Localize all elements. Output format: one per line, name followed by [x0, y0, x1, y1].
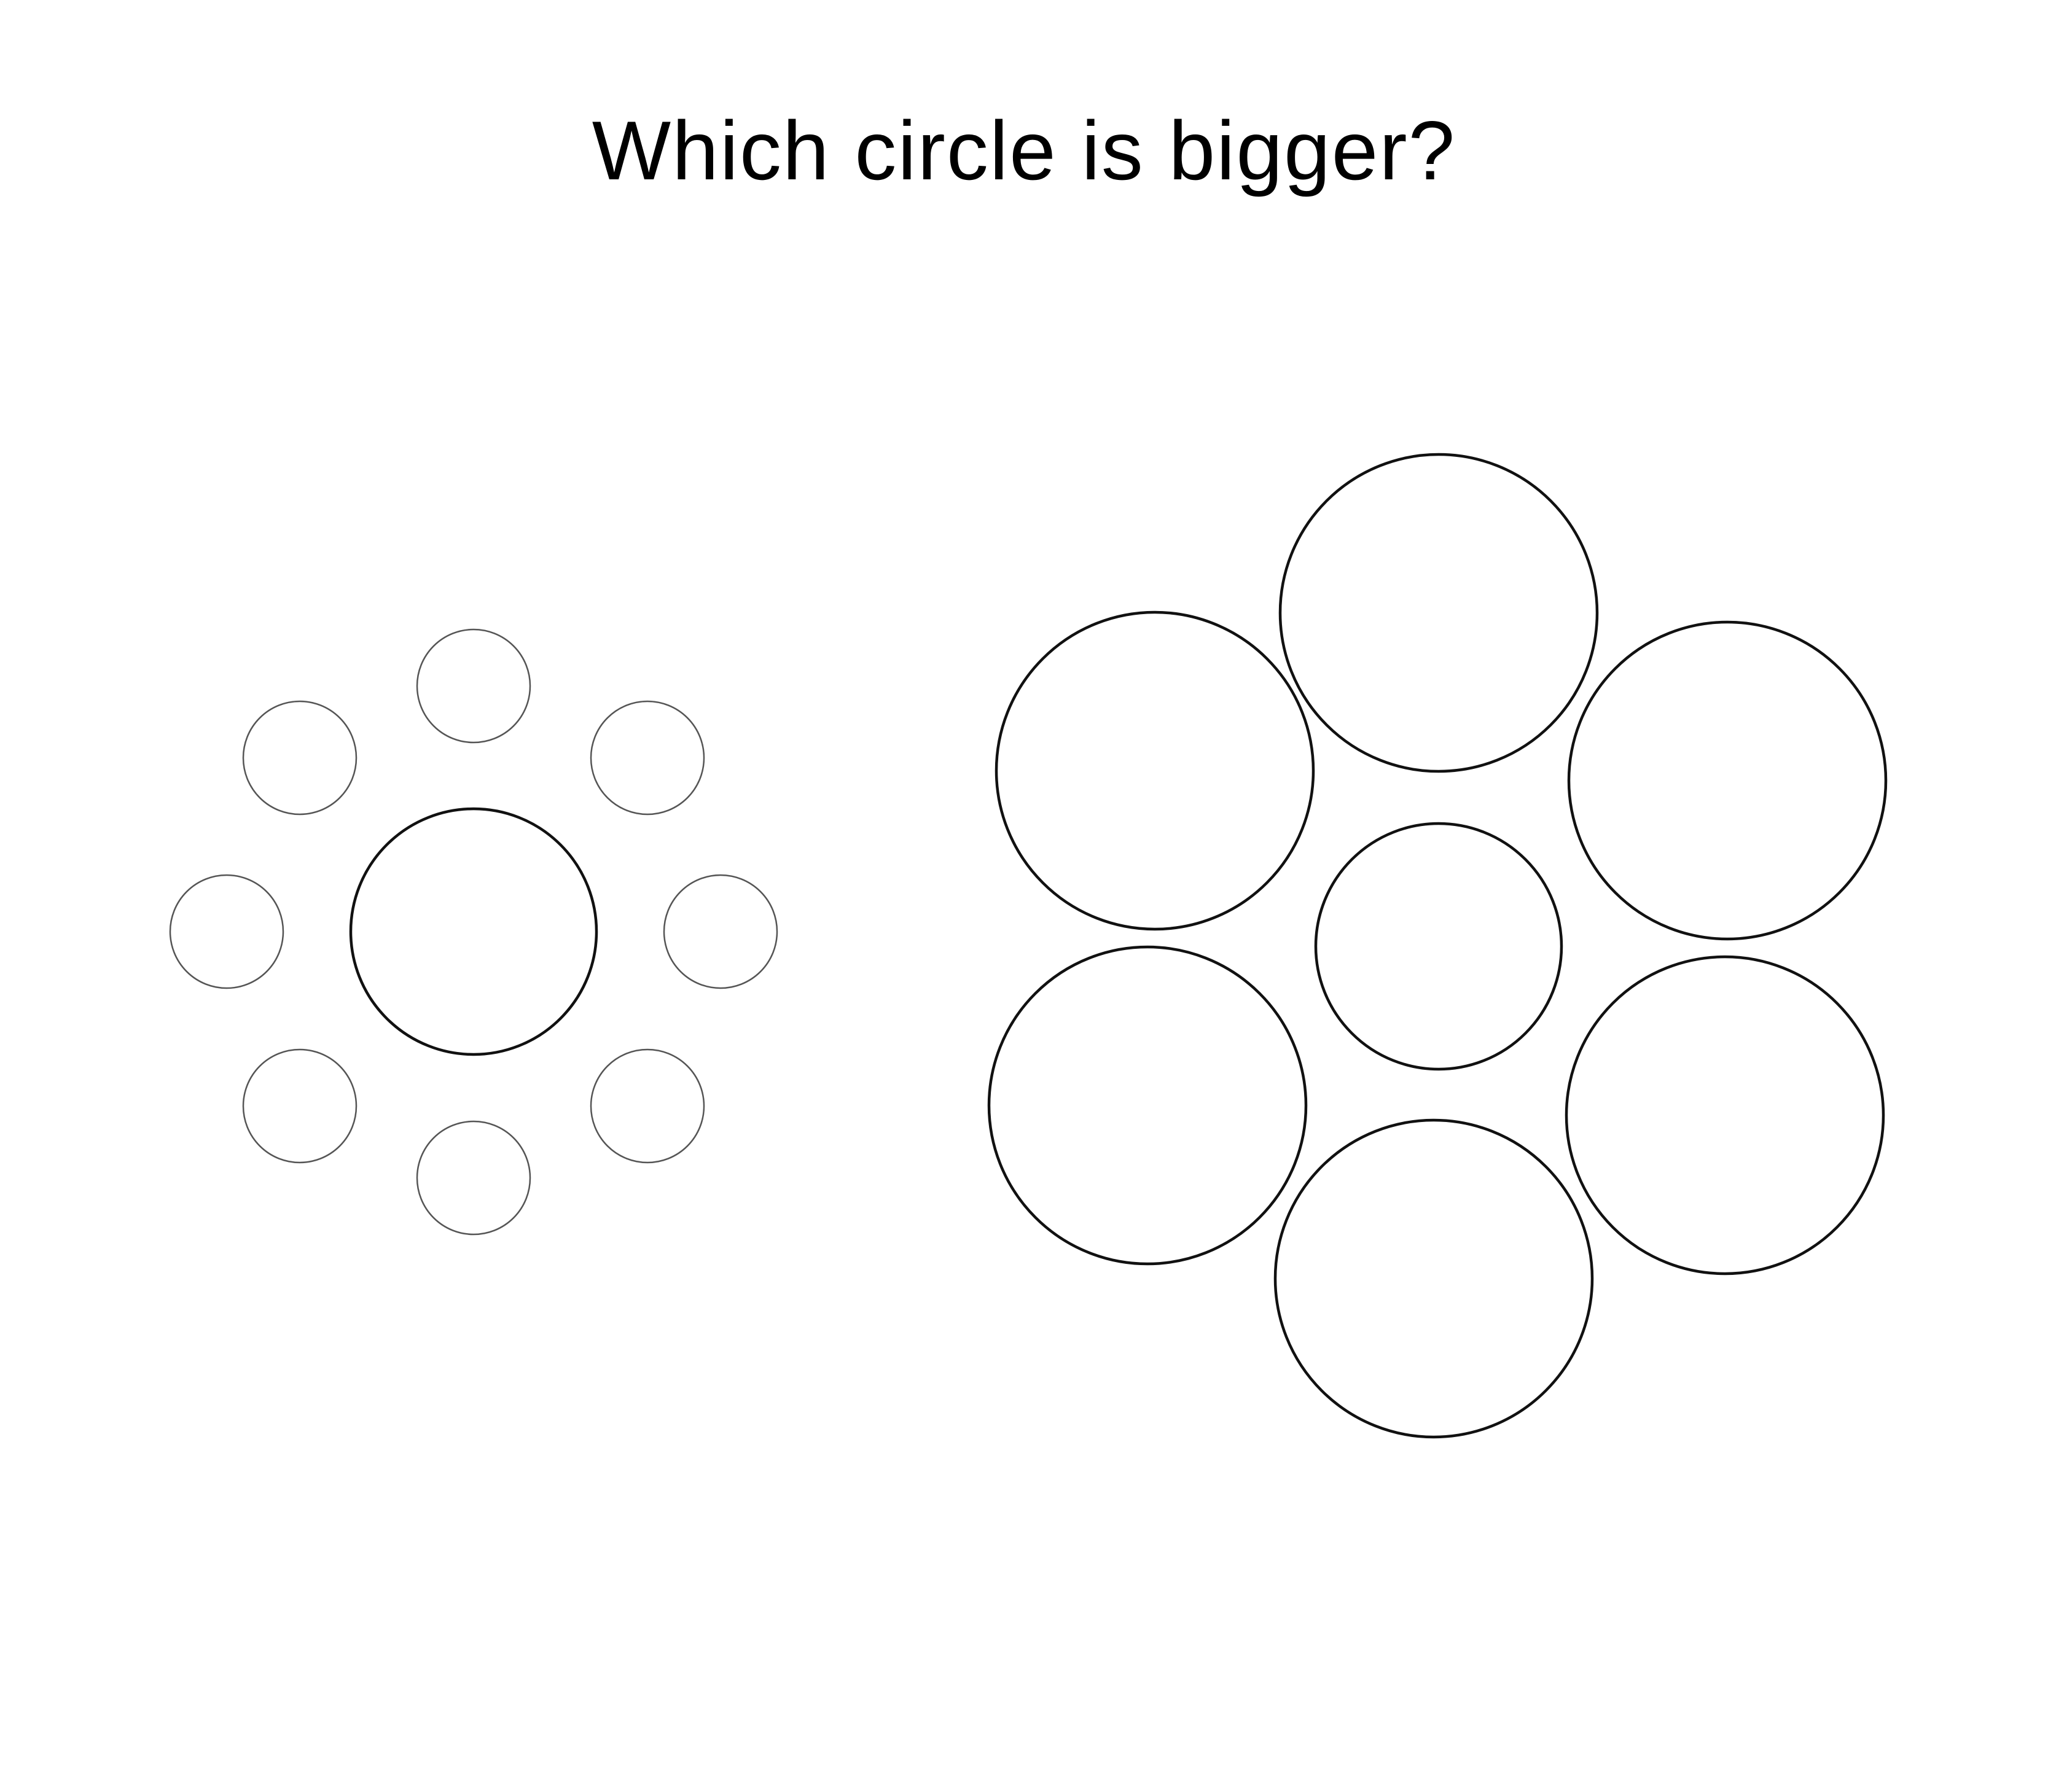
small-surrounding-circle [242, 700, 358, 816]
large-surrounding-circle [995, 610, 1315, 931]
left-figure [169, 628, 778, 1236]
large-surrounding-circle [1567, 620, 1888, 941]
right-figure [987, 453, 1888, 1439]
small-surrounding-circle [242, 1048, 358, 1164]
left-center-circle [349, 807, 598, 1056]
small-surrounding-circle [590, 700, 705, 816]
small-surrounding-circle [416, 628, 531, 744]
small-surrounding-circle [590, 1048, 705, 1164]
small-surrounding-circle [663, 874, 778, 989]
small-surrounding-circle [416, 1120, 531, 1236]
small-surrounding-circles [169, 628, 778, 1236]
right-center-circle [1314, 822, 1563, 1071]
small-surrounding-circle [169, 874, 284, 989]
large-surrounding-circle [1565, 955, 1885, 1276]
large-surrounding-circle [987, 945, 1308, 1266]
large-surrounding-circle [1278, 453, 1599, 773]
large-surrounding-circle [1273, 1118, 1594, 1439]
page-title: Which circle is bigger? [592, 104, 1456, 197]
large-surrounding-circles [987, 453, 1888, 1439]
